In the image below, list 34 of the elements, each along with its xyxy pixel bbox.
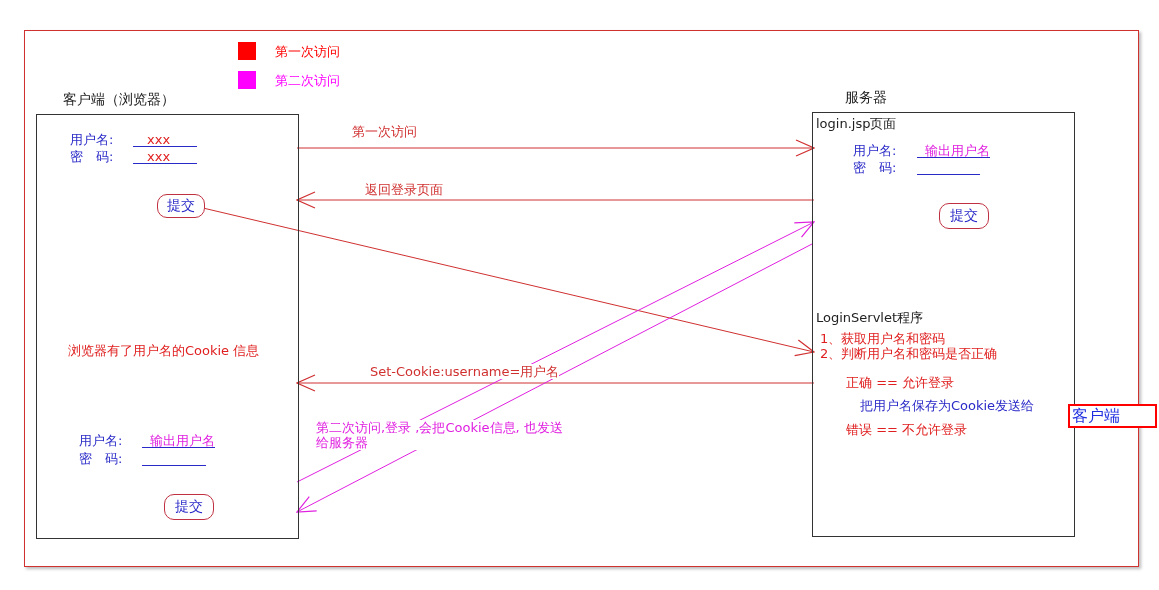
- section-heading: LoginServlet程序: [816, 310, 925, 325]
- field-label: 用户名:: [79, 433, 123, 448]
- highlighted-text: 客户端: [1068, 404, 1157, 428]
- submit-button: 提交: [939, 203, 989, 229]
- edge-label: Set-Cookie:username=用户名: [370, 364, 560, 379]
- panel-heading: 服务器: [845, 89, 887, 107]
- step-text: 2、判断用户名和密码是否正确: [820, 346, 999, 361]
- arrow: [296, 139, 815, 157]
- field-label: 密 码:: [70, 149, 114, 164]
- field-label: 密 码:: [853, 160, 897, 175]
- section-heading: login.jsp页面: [816, 116, 898, 131]
- panel-heading: 客户端（浏览器）: [63, 91, 175, 109]
- step-text: 正确 == 允许登录: [846, 375, 956, 390]
- arrow: [296, 191, 815, 209]
- submit-button: 提交: [157, 194, 205, 218]
- field-label: 密 码:: [79, 451, 123, 466]
- arrow: [296, 374, 815, 392]
- step-text: 把用户名保存为Cookie发送给: [860, 398, 1036, 413]
- edge-label: 返回登录页面: [365, 182, 443, 197]
- fill-in-line: 输出用户名: [142, 433, 215, 448]
- field-label: 用户名:: [853, 143, 897, 158]
- field-label: 用户名:: [70, 132, 114, 147]
- note-text: 第二次访问,登录 ,会把Cookie信息, 也发送给服务器: [316, 420, 566, 450]
- fill-in-line: xxx: [133, 132, 197, 147]
- edge-label: 第一次访问: [352, 124, 417, 139]
- step-text: 错误 == 不允许登录: [846, 422, 969, 437]
- submit-button: 提交: [164, 494, 214, 520]
- fill-in-line: xxx: [133, 149, 197, 164]
- note-text: 浏览器有了用户名的Cookie 信息: [68, 343, 261, 358]
- arrow: [296, 243, 813, 513]
- step-text: 1、获取用户名和密码: [820, 331, 947, 346]
- fill-in-line: 输出用户名: [917, 143, 990, 158]
- legend-text: 第二次访问: [275, 73, 340, 88]
- legend-text: 第一次访问: [275, 44, 340, 59]
